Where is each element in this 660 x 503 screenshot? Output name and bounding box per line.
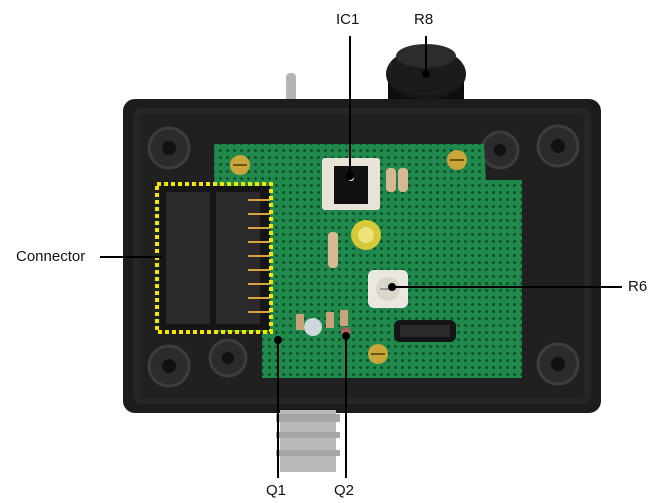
label-ic1: IC1 xyxy=(336,11,360,28)
label-connector: Connector xyxy=(16,248,86,265)
label-r8: R8 xyxy=(414,11,434,28)
capacitor-yellow xyxy=(351,220,381,250)
resistors xyxy=(328,168,408,268)
ic1-chip xyxy=(322,158,380,210)
transistors xyxy=(296,310,351,337)
bnc-connector xyxy=(276,410,340,472)
screws xyxy=(230,150,467,364)
pcb-board xyxy=(214,144,522,378)
capacitor-black xyxy=(394,320,456,342)
leader-lines xyxy=(100,36,622,478)
pin-header-connector xyxy=(160,186,270,330)
label-q1: Q1 xyxy=(266,482,287,499)
label-q2: Q2 xyxy=(334,482,355,499)
label-r6: R6 xyxy=(628,278,648,295)
r6-trimmer xyxy=(368,270,408,308)
